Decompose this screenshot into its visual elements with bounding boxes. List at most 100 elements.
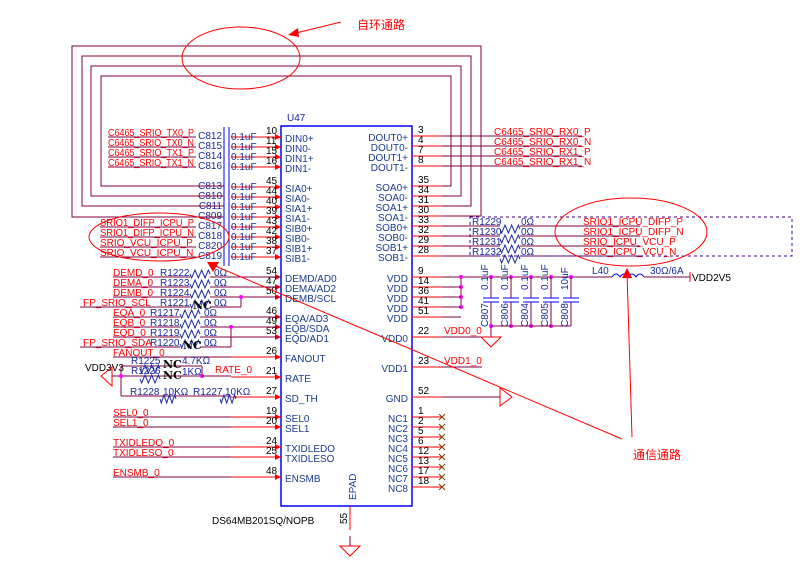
resistor-ref: R1222 bbox=[160, 268, 190, 279]
pin-arrow-icon bbox=[275, 254, 281, 260]
resistor-ref: R1224 bbox=[160, 288, 190, 299]
resistor-symbol bbox=[499, 243, 521, 255]
right-pin-name: SOB1- bbox=[378, 253, 408, 264]
net-label: C6465_SRIO_TX0_P bbox=[108, 128, 194, 139]
left-pin-number: 27 bbox=[266, 386, 278, 397]
cap-value: 0.1uF bbox=[480, 264, 491, 290]
net-label: EQB_0 bbox=[113, 318, 146, 329]
net-label: SRIO_VCU_ICPU_P bbox=[100, 238, 193, 249]
net-label: SRIO_ICPU_VCU_N bbox=[583, 247, 676, 258]
pin-arrow-icon bbox=[275, 354, 281, 360]
cap-ref: C814 bbox=[198, 151, 222, 162]
left-pin-name: SIB1- bbox=[285, 254, 310, 265]
vdd2v5-label: VDD2V5 bbox=[692, 273, 731, 284]
left-pin-name: FANOUT bbox=[285, 354, 326, 365]
left-pin-number: 37 bbox=[266, 246, 278, 257]
left-pin-name: SEL1 bbox=[285, 424, 310, 435]
chip-ref: U47 bbox=[287, 113, 306, 124]
cap-ref: C817 bbox=[198, 221, 222, 232]
right-pin-number: 4 bbox=[418, 135, 424, 146]
left-pin-number: 47 bbox=[266, 276, 278, 287]
cap-value: 0.1uF bbox=[231, 232, 257, 243]
pin-arrow-icon bbox=[275, 164, 281, 170]
cap-value: 0.1uF bbox=[231, 222, 257, 233]
pin-arrow-icon bbox=[275, 214, 281, 220]
annotation-arrow bbox=[295, 21, 342, 34]
left-pin-name: SIB0- bbox=[285, 234, 310, 245]
chip-part-number: DS64MB201SQ/NOPB bbox=[212, 516, 315, 527]
right-pin-number: 8 bbox=[418, 155, 424, 166]
resistor-value: 0Ω bbox=[214, 278, 228, 289]
right-pin-name: GND bbox=[386, 394, 408, 405]
loopback-wire bbox=[90, 65, 462, 197]
cap-ref: C806 bbox=[500, 303, 511, 327]
right-pin-number: 17 bbox=[418, 466, 430, 477]
pin-arrow-icon bbox=[275, 424, 281, 430]
left-pin-name: SIB0+ bbox=[285, 224, 313, 235]
left-pin-number: 45 bbox=[266, 176, 278, 187]
right-pin-number: 9 bbox=[418, 266, 424, 277]
resistor-value: 0Ω bbox=[204, 338, 218, 349]
net-label: SRIO1_DIFP_ICPU_P bbox=[100, 218, 194, 229]
left-pin-name: SEL0 bbox=[285, 414, 310, 425]
cap-value: 0.1uF bbox=[500, 264, 511, 290]
resistor-ref: R1229 bbox=[472, 217, 502, 228]
left-pin-number: 20 bbox=[266, 416, 278, 427]
pin-arrow-icon bbox=[275, 144, 281, 150]
resistor-symbol bbox=[159, 393, 177, 405]
right-pin-name: VDD1 bbox=[381, 364, 408, 375]
right-pin-number: 2 bbox=[418, 416, 424, 427]
right-pin-name: NC6 bbox=[388, 464, 408, 475]
pin-arrow-icon bbox=[275, 454, 281, 460]
ground-icon bbox=[499, 387, 513, 407]
cap-value: 10uF bbox=[560, 267, 571, 290]
pin-arrow-icon bbox=[275, 474, 281, 480]
right-pin-name: VDD bbox=[387, 314, 408, 325]
communication-annotation: 通信通路 bbox=[633, 447, 681, 462]
resistor-symbol bbox=[179, 318, 201, 330]
left-pin-name: DEMB/SCL bbox=[285, 294, 337, 305]
no-connect-icon bbox=[438, 473, 446, 481]
junction-dot bbox=[119, 374, 123, 378]
cap-ref: C807 bbox=[480, 303, 491, 327]
pin-arrow-icon bbox=[275, 444, 281, 450]
right-pin-number: 51 bbox=[418, 306, 430, 317]
resistor-value: 0Ω bbox=[214, 268, 228, 279]
pin-arrow-icon bbox=[275, 194, 281, 200]
arrowhead-icon bbox=[207, 262, 219, 272]
left-pin-name: DIN1+ bbox=[285, 154, 314, 165]
nc-marker: NC bbox=[183, 339, 202, 352]
cap-value: 0.1uF bbox=[231, 142, 257, 153]
right-pin-name: SOA1+ bbox=[375, 203, 408, 214]
net-label: EQD_0 bbox=[113, 328, 146, 339]
right-pin-number: 52 bbox=[418, 386, 430, 397]
net-label: TXIDLESO_0 bbox=[113, 448, 174, 459]
net-label: RATE_0 bbox=[215, 365, 252, 376]
net-label: SRIO_ICPU_VCU_P bbox=[583, 237, 676, 248]
net-label: FP_SRIO_SCL bbox=[83, 298, 151, 309]
left-pin-name: SIA0+ bbox=[285, 184, 313, 195]
epad-label: EPAD bbox=[348, 474, 359, 501]
resistor-ref: R1218 bbox=[150, 318, 180, 329]
resistor-symbol bbox=[139, 373, 161, 385]
left-pin-name: RATE bbox=[285, 374, 311, 385]
loopback-annotation: 自环通路 bbox=[357, 17, 405, 32]
left-pin-name: SIA1+ bbox=[285, 204, 313, 215]
junction-dot bbox=[229, 325, 233, 329]
epad-ground-icon bbox=[338, 545, 362, 557]
loopback-wire bbox=[71, 45, 482, 218]
net-label: SRIO1_ICPU_DIFP_N bbox=[583, 227, 684, 238]
left-pin-name: DIN0+ bbox=[285, 134, 314, 145]
cap-value: 0.1uF bbox=[231, 132, 257, 143]
no-connect-icon bbox=[438, 433, 446, 441]
right-pin-name: VDD bbox=[387, 274, 408, 285]
left-pin-name: EQB/SDA bbox=[285, 324, 330, 335]
pin-arrow-icon bbox=[275, 374, 281, 380]
cap-ref: C815 bbox=[198, 141, 222, 152]
net-label: ENSMB_0 bbox=[113, 468, 160, 479]
left-pin-number: 54 bbox=[266, 266, 278, 277]
resistor-symbol bbox=[179, 328, 201, 340]
left-pin-name: DEMD/AD0 bbox=[285, 274, 337, 285]
left-pin-number: 24 bbox=[266, 436, 278, 447]
loopback-wire bbox=[100, 75, 452, 187]
